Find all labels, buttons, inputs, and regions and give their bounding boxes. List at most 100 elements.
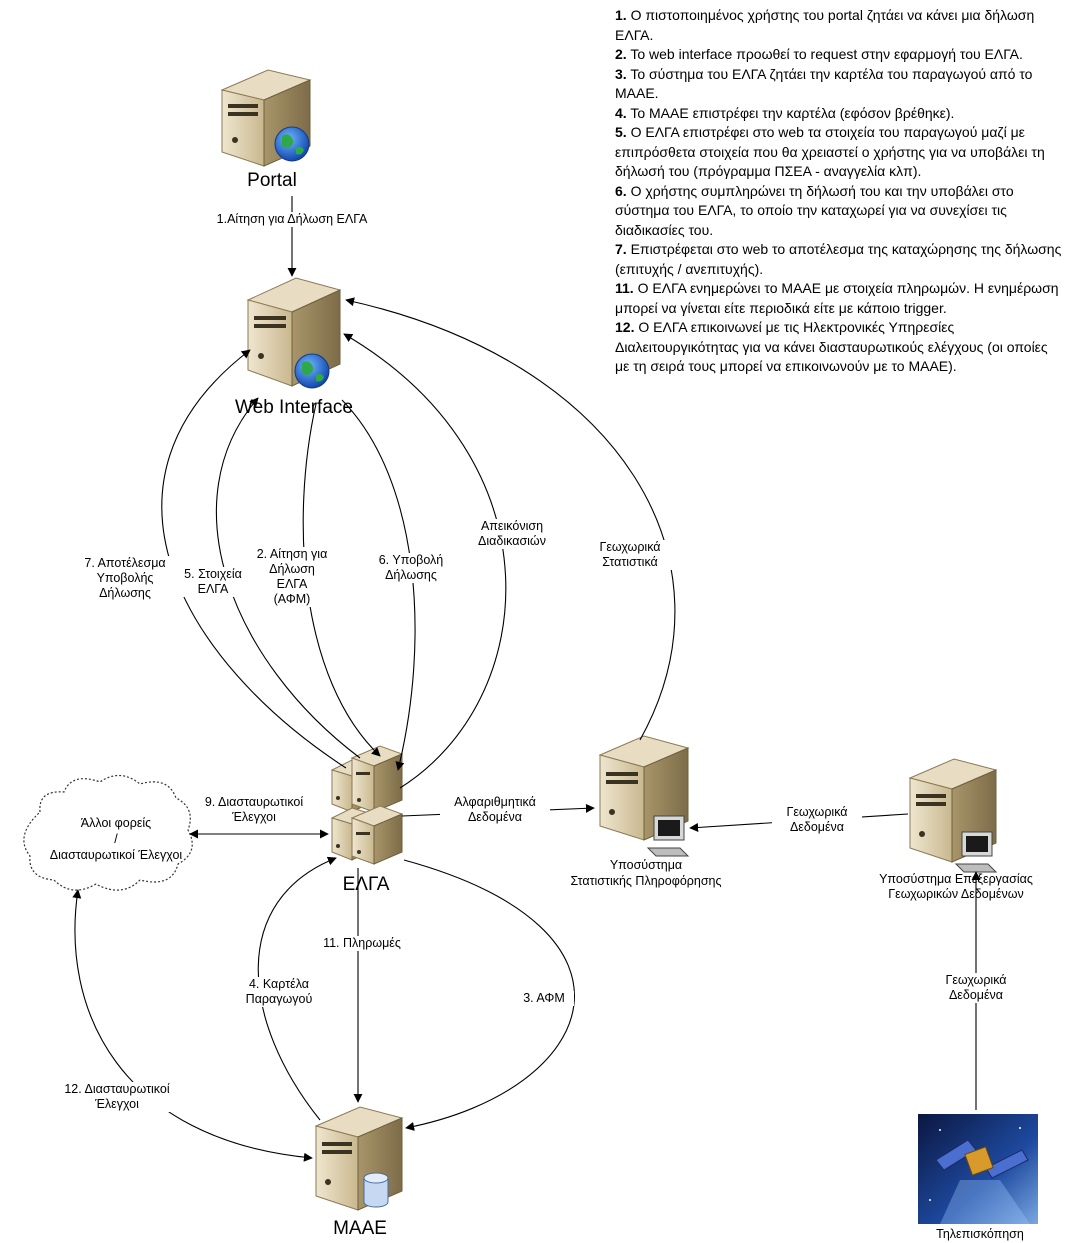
legend-item: 5. Ο ΕΛΓΑ επιστρέφει στο web τα στοιχεία… [615,123,1065,182]
web-server-icon [246,277,342,389]
legend-item-number: 12. [615,319,635,335]
geostat-label-line1: Γεωχωρικά [599,540,661,554]
legend-item: 1. Ο πιστοποιημένος χρήστης του portal ζ… [615,6,1065,45]
geo1-label: Γεωχωρικά Δεδομένα [772,805,862,835]
alfa-label-line1: Αλφαριθμητικά [454,795,536,809]
cloud-shape [23,774,193,891]
legend-item-text: Ο πιστοποιημένος χρήστης του portal ζητά… [615,7,1035,43]
legend-item-text: Ο ΕΛΓΑ επιστρέφει στο web τα στοιχεία το… [615,124,1045,179]
legend-item-number: 11. [615,280,634,296]
cloud-label-2: / [114,832,118,846]
computer-icon [646,815,690,857]
legend-item-text: Το web interface προωθεί το request στην… [630,46,1023,62]
edge-4-label-line1: 4. Καρτέλα [248,977,310,991]
remote-sensing-label: Τηλεπισκόπηση [936,1227,1024,1241]
maae-label: ΜΑΑΕ [333,1218,387,1239]
edge-9-label-line2: Έλεγχοι [232,810,276,824]
elga-label: ΕΛΓΑ [342,874,390,895]
edge-7-label: 7. Αποτέλεσμα Υποβολής Δήλωσης [70,556,180,601]
satellite-image-icon [918,1114,1038,1224]
edge-2-label-line3: ΕΛΓΑ [276,577,308,591]
edge-geostat [345,297,676,741]
legend-item: 6. Ο χρήστης συμπληρώνει τη δήλωσή του κ… [615,182,1065,241]
edge-3-label: 3. ΑΦΜ [514,991,574,1006]
edge-4-label: 4. Καρτέλα Παραγωγού [234,977,324,1007]
edge-12-label-line2: Έλεγχοι [95,1097,139,1111]
legend-item: 4. Το ΜΑΑΕ επιστρέφει την καρτέλα (εφόσο… [615,104,1065,124]
apeikonisi-label-line1: Απεικόνιση [480,519,544,533]
geo1-label-line2: Δεδομένα [789,820,845,834]
geo2-label-line1: Γεωχωρικά [945,973,1007,987]
edge-3 [403,859,575,1131]
stat-subsystem-label-2: Στατιστικής Πληροφόρησης [570,874,722,888]
edge-6-label-line1: 6. Υποβολή [378,553,444,567]
cloud-label-3: Διασταυρωτικοί Έλεγχοι [49,848,183,862]
legend-item-text: Το ΜΑΑΕ επιστρέφει την καρτέλα (εφόσον β… [630,104,955,121]
edge-2-label-line1: 2. Αίτηση για [256,547,328,561]
geo-server-icon [908,758,998,873]
geostat-label-line2: Στατιστικά [602,555,658,569]
edge-6-label: 6. Υποβολή Δήλωσης [366,553,456,583]
database-icon [363,1172,389,1208]
legend-item-text: Ο ΕΛΓΑ ενημερώνει το ΜΑΑΕ με στοιχεία πλ… [615,280,1059,316]
edge-2-label: 2. Αίτηση για Δήλωση ΕΛΓΑ (ΑΦΜ) [252,547,332,607]
stat-server-icon [598,735,690,857]
globe-icon [294,353,330,389]
alfa-label: Αλφαριθμητικά Δεδομένα [440,795,550,825]
edge-1-label: 1.Αίτηση για Δήλωση ΕΛΓΑ [202,212,382,227]
edge-12 [72,889,313,1162]
globe-icon [274,126,310,162]
legend-item-number: 3. [615,65,627,82]
edge-7-label-line1: 7. Αποτέλεσμα [84,556,166,570]
edge-4-label-line2: Παραγωγού [245,992,313,1006]
edge-5-label-line2: ΕΛΓΑ [197,582,229,596]
cloud-label-1: Άλλοι φορείς [80,816,152,830]
edge-apeikonisi [343,333,507,789]
legend-item: 3. Το σύστημα του ΕΛΓΑ ζητάει την καρτέλ… [615,65,1065,104]
edge-9-label-line1: 9. Διασταυρωτικοί [204,795,304,809]
edge-12-label: 12. Διασταυρωτικοί Έλεγχοι [52,1082,182,1112]
legend-item: 11. Ο ΕΛΓΑ ενημερώνει το ΜΑΑΕ με στοιχεί… [615,279,1065,318]
legend-item-number: 5. [615,124,627,140]
edge-11-label: 11. Πληρωμές [312,936,412,951]
edge-12-label-line1: 12. Διασταυρωτικοί [64,1082,170,1096]
legend-item: 12. Ο ΕΛΓΑ επικοινωνεί με τις Ηλεκτρονικ… [615,318,1065,377]
legend-item: 7. Επιστρέφεται στο web το αποτέλεσμα τη… [615,240,1065,279]
legend-item-number: 7. [615,241,627,257]
legend-item-text: Ο ΕΛΓΑ επικοινωνεί με τις Ηλεκτρονικές Υ… [615,319,1048,374]
alfa-label-line2: Δεδομένα [467,810,523,824]
edge-9-label: 9. Διασταυρωτικοί Έλεγχοι [194,795,314,825]
geostat-label: Γεωχωρικά Στατιστικά [580,540,680,570]
legend-item-text: Επιστρέφεται στο web το αποτέλεσμα της κ… [615,241,1062,277]
portal-label: Portal [247,170,297,191]
edge-6 [341,399,416,771]
edge-6-label-line2: Δήλωσης [385,568,437,582]
legend-item-number: 6. [615,182,627,199]
geo1-label-line1: Γεωχωρικά [786,805,848,819]
legend-item-text: Το σύστημα του ΕΛΓΑ ζητάει την καρτέλα τ… [615,65,1033,102]
edge-7-label-line2: Υποβολής [96,571,154,585]
legend-item-number: 1. [615,7,627,23]
elga-server-cluster-icon [330,745,404,865]
apeikonisi-label: Απεικόνιση Διαδικασιών [462,519,562,549]
legend-item: 2. Το web interface προωθεί το request σ… [615,45,1065,65]
computer-icon [954,831,998,873]
edge-5-label: 5. Στοιχεία ΕΛΓΑ [168,567,258,597]
portal-server-icon [220,69,312,167]
apeikonisi-label-line2: Διαδικασιών [478,534,546,548]
legend-item-number: 2. [615,46,627,62]
legend: 1. Ο πιστοποιημένος χρήστης του portal ζ… [615,6,1065,377]
edge-2-label-line2: Δήλωση [269,562,315,576]
geo2-label-line2: Δεδομένα [948,988,1004,1002]
stat-subsystem-label-1: Υποσύστημα [609,858,683,872]
legend-item-number: 4. [615,104,627,121]
edge-7-label-line3: Δήλωσης [99,586,151,600]
geo-subsystem-label-1: Υποσύστημα Επεξεργασίας [879,872,1033,886]
maae-server-icon [314,1106,404,1211]
web-interface-label: Web Interface [235,397,353,418]
geo-subsystem-label-2: Γεωχωρικών Δεδομένων [888,887,1024,901]
legend-item-text: Ο χρήστης συμπληρώνει τη δήλωσή του και … [615,182,1014,238]
edge-2-label-line4: (ΑΦΜ) [273,592,311,606]
geo2-label: Γεωχωρικά Δεδομένα [928,973,1024,1003]
